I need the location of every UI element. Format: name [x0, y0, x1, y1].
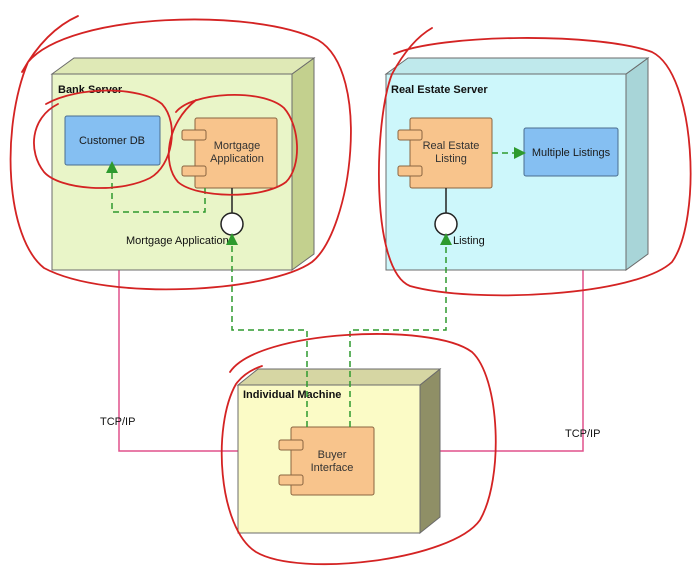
mortgage-application-body [194, 117, 278, 189]
real-estate-server-side-face [625, 57, 649, 271]
annotation-circle-mortgage-application [167, 94, 298, 196]
individual-machine-title: Individual Machine [243, 389, 341, 401]
buyer-interface-component[interactable]: Buyer Interface [278, 426, 375, 496]
buyer-interface-label-line2: Interface [311, 462, 354, 474]
mortgage-application-label-line2: Application [210, 153, 264, 165]
buyer-interface-body [290, 426, 375, 496]
mortgage-application-label-line1: Mortgage [214, 140, 260, 152]
bank-server-top-face [50, 57, 316, 75]
tcp-label-right: TCP/IP [565, 428, 600, 440]
listing-interface-label: Listing [453, 235, 485, 247]
individual-machine-side-face [419, 367, 441, 535]
mortgage-application-component[interactable]: Mortgage Application [181, 117, 278, 189]
mortgage-application-interface-label: Mortgage Application [126, 235, 229, 247]
dependency-line [106, 161, 206, 213]
annotation-circle-real-estate-server [378, 27, 692, 297]
real-estate-server-top-face [384, 57, 650, 75]
component-tab-icon [278, 474, 304, 486]
tcp-link-realestate-to-individual [440, 270, 584, 452]
mortgage-application-interface[interactable]: Mortgage Application [126, 188, 244, 247]
interface-circle-icon [434, 212, 458, 236]
real-estate-listing-component[interactable]: Real Estate Listing [397, 117, 493, 189]
customer-db-component[interactable]: Customer DB [64, 115, 161, 166]
annotation-circle-customer-db [33, 89, 173, 189]
component-tab-icon [278, 439, 304, 451]
tcp-link-bank-to-individual [118, 270, 238, 452]
tcp-link-realestate-line [440, 270, 584, 452]
buyer-interface-label-line1: Buyer [318, 449, 347, 461]
dependency-line [226, 233, 308, 427]
dependency-mortgage-to-customer-db [106, 161, 206, 213]
multiple-listings-component[interactable]: Multiple Listings [523, 127, 619, 177]
annotation-circle-individual-machine [220, 333, 497, 566]
annotation-marks [9, 15, 692, 566]
component-tab-icon [397, 129, 423, 141]
tcp-label-left: TCP/IP [100, 416, 135, 428]
component-tab-icon [181, 129, 207, 141]
component-tab-icon [397, 165, 423, 177]
real-estate-listing-label-line2: Listing [435, 153, 467, 165]
interface-circle-icon [220, 212, 244, 236]
real-estate-listing-label-line1: Real Estate [423, 140, 480, 152]
annotation-circle-bank-server [9, 15, 352, 291]
individual-machine-top-face [236, 368, 442, 386]
dependency-buyer-to-mortgage-interface [226, 233, 308, 427]
dependency-buyer-to-listing-interface [349, 233, 452, 427]
dependency-line [349, 233, 452, 427]
customer-db-label: Customer DB [79, 135, 145, 147]
tcp-link-bank-line [118, 270, 238, 452]
real-estate-server-title: Real Estate Server [391, 84, 488, 96]
multiple-listings-label: Multiple Listings [532, 147, 611, 159]
component-tab-icon [181, 165, 207, 177]
real-estate-server-node[interactable]: Real Estate Server [384, 57, 650, 271]
